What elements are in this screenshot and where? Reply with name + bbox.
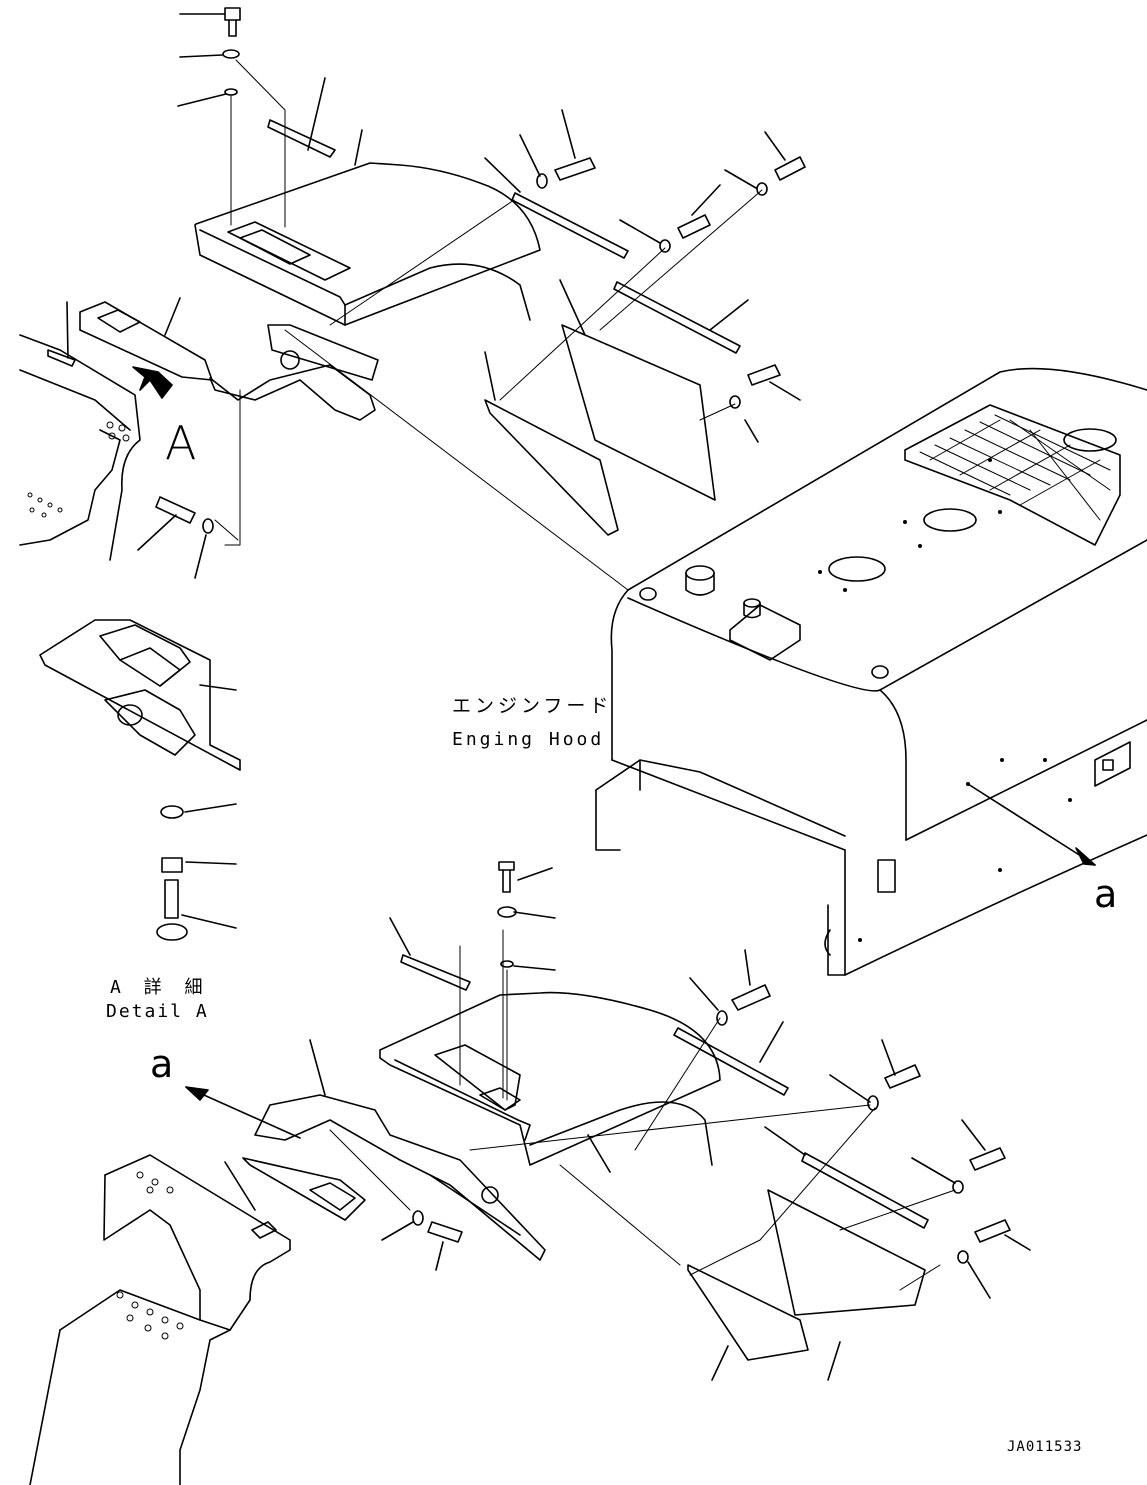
reference-a-right: a xyxy=(1094,872,1118,916)
engine-hood-label-en: Enging Hood xyxy=(452,729,605,750)
detail-a-label-jp: A 詳 細 xyxy=(110,977,209,998)
cab-edge-upper xyxy=(20,335,140,560)
detail-a-view xyxy=(40,620,240,940)
upper-fender-assembly xyxy=(67,8,805,590)
engine-hood-label-jp: エンジンフード xyxy=(452,695,613,717)
lower-fender-assembly xyxy=(186,862,1030,1380)
cab-edge-lower xyxy=(30,1155,290,1485)
engine-hood xyxy=(596,369,1147,975)
drawing-number: JA011533 xyxy=(1007,1439,1083,1455)
reference-a-left: a xyxy=(150,1042,174,1086)
detail-a-label-en: Detail A xyxy=(106,1001,209,1022)
view-arrow-label: A xyxy=(165,416,197,470)
